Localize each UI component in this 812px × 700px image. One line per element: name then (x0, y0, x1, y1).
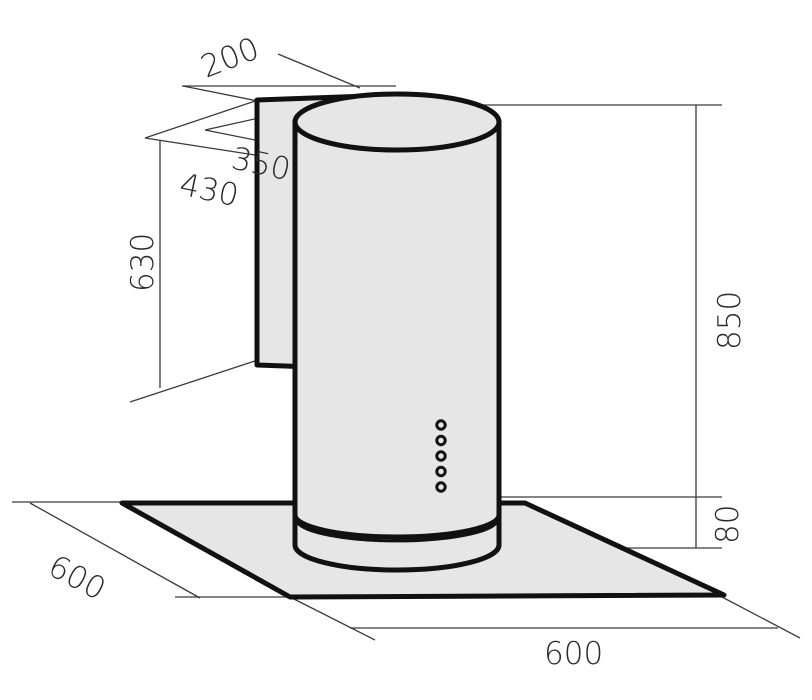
cylinder-body (292, 119, 502, 540)
dim-line-duct-width-lower (182, 85, 264, 103)
control-button-5 (435, 481, 447, 493)
label-duct-height: 630 (125, 233, 161, 292)
label-duct-width: 200 (196, 31, 264, 86)
dim-line-canopy-width-right (721, 596, 801, 639)
cylinder-seam-upper (293, 514, 501, 539)
label-canopy-width: 600 (544, 636, 603, 672)
control-button-2 (435, 434, 447, 447)
dimension-labels: 200 350 430 630 850 80 600 600 (42, 31, 748, 672)
dim-line-duct-height-foot (129, 359, 259, 403)
label-base-height: 80 (710, 505, 746, 544)
dim-line-depth-outer (144, 99, 259, 139)
cylinder-chimney (292, 91, 502, 573)
cylinder-seam-lower (295, 521, 499, 543)
dim-line-canopy-depth (29, 502, 201, 599)
dim-line-canopy-width-left (289, 596, 376, 641)
dim-line-duct-width-upper (277, 53, 361, 89)
control-buttons (435, 419, 447, 493)
label-total-height: 850 (712, 291, 748, 350)
control-button-3 (435, 450, 447, 462)
cylinder-top (292, 91, 502, 153)
control-button-1 (435, 419, 447, 431)
label-canopy-depth: 600 (42, 548, 111, 608)
control-button-4 (435, 465, 447, 478)
